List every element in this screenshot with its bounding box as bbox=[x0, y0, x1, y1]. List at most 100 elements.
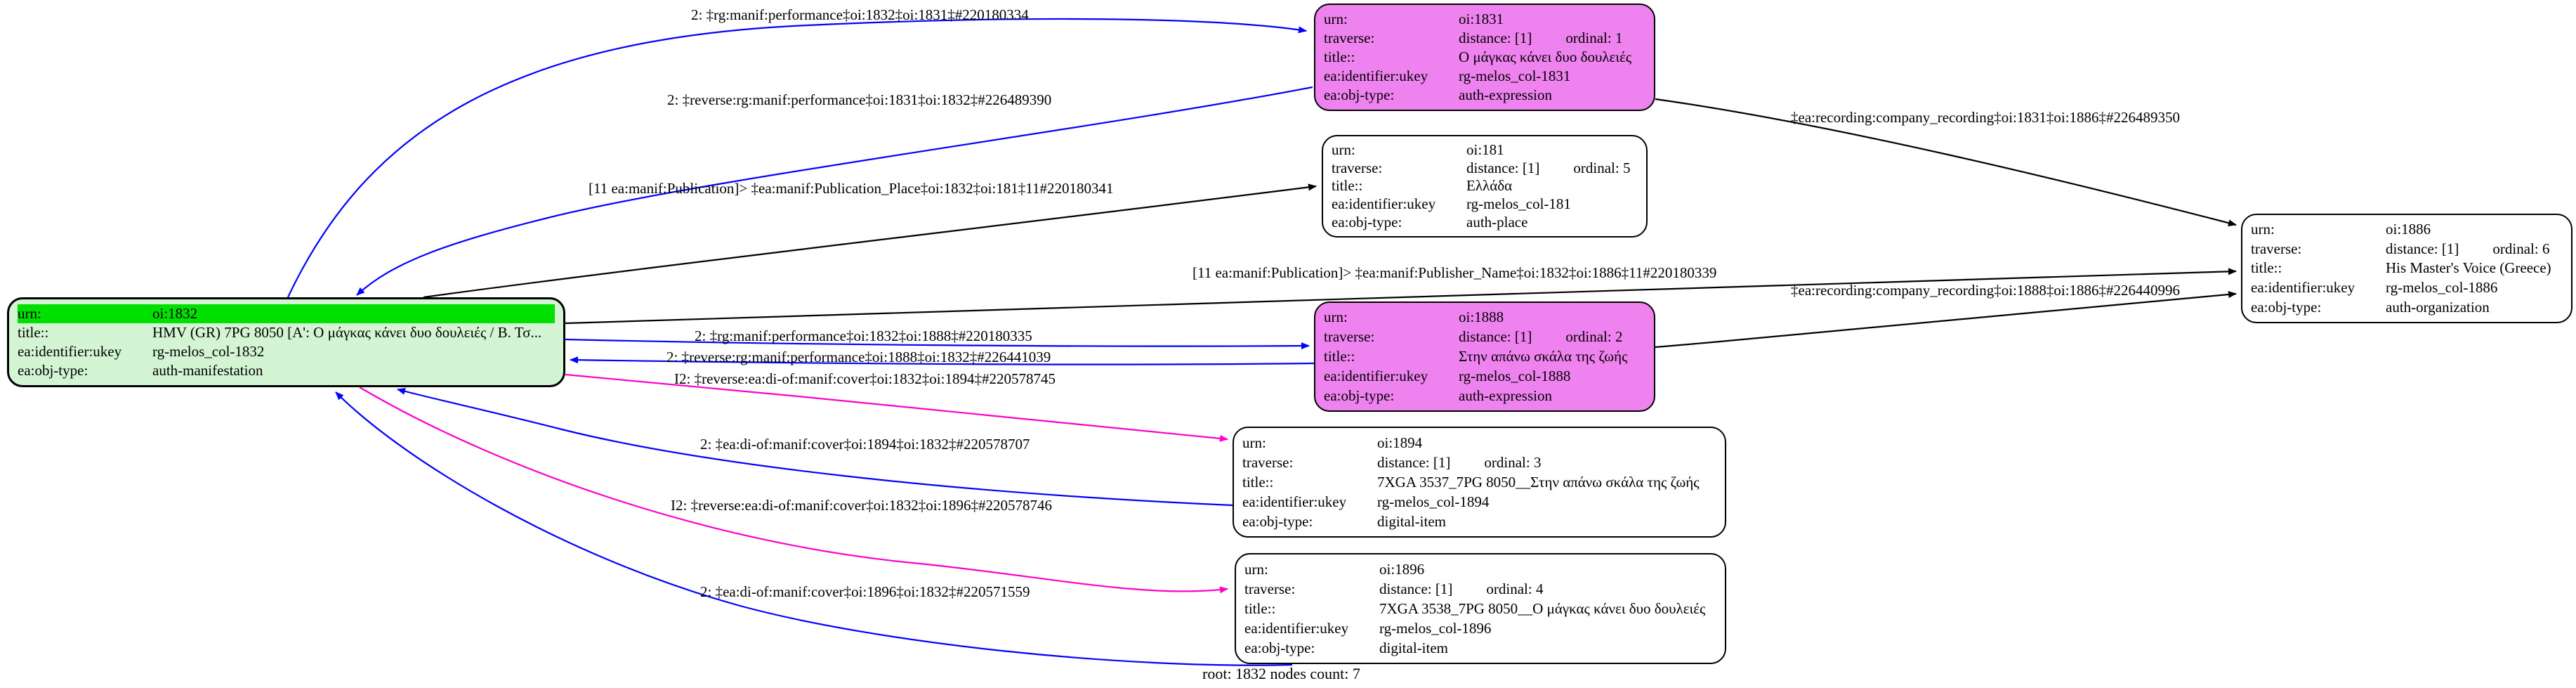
field-value: oi:1894 bbox=[1377, 434, 1423, 451]
edge-performance-1832-1831 bbox=[287, 18, 1307, 298]
node-oi-181[interactable]: urn:oi:181 traverse:distance: [1]ordinal… bbox=[1322, 135, 1648, 238]
field-key: ea:identifier:ukey bbox=[2251, 279, 2355, 297]
field-value: Ο μάγκας κάνει δυο δουλειές bbox=[1459, 48, 1632, 65]
field-value-ordinal: ordinal: 3 bbox=[1484, 453, 1542, 471]
field-row-traverse: traverse: distance: [1] ordinal: 6 bbox=[2251, 240, 2563, 259]
field-row-urn: urn: oi:1894 bbox=[1242, 433, 1716, 453]
field-row-title: title::Ο μάγκας κάνει δυο δουλειές bbox=[1324, 48, 1645, 67]
field-key: ea:identifier:ukey bbox=[1324, 367, 1428, 384]
field-key: urn: bbox=[1324, 309, 1348, 326]
field-value: auth-expression bbox=[1459, 387, 1552, 404]
edge-label: 2: ‡reverse:rg:manif:performance‡oi:1888… bbox=[666, 349, 1051, 365]
field-row-title: title::HMV (GR) 7PG 8050 [Α': Ο μάγκας κ… bbox=[18, 323, 555, 342]
edge-reverse-cover-1832-1896 bbox=[359, 387, 1228, 594]
field-value: HMV (GR) 7PG 8050 [Α': Ο μάγκας κάνει δυ… bbox=[152, 324, 542, 341]
field-value: distance: [1] bbox=[1466, 159, 1540, 176]
field-row-title: title::His Master's Voice (Greece) bbox=[2251, 259, 2563, 278]
field-value: oi:1832 bbox=[152, 305, 198, 322]
field-value: Ελλάδα bbox=[1466, 177, 1513, 195]
field-row-urn: urn:oi:181 bbox=[1332, 141, 1638, 160]
root-summary-label: root: 1832 nodes count: 7 bbox=[1202, 665, 1360, 682]
field-value: distance: [1] bbox=[1459, 328, 1532, 346]
field-key: title:: bbox=[1244, 599, 1276, 617]
field-value: distance: [1] bbox=[1379, 580, 1453, 597]
field-key: title:: bbox=[1242, 473, 1274, 491]
field-value: distance: [1] bbox=[2386, 240, 2459, 257]
field-value: 7XGA 3538_7PG 8050__Ο μάγκας κάνει δυο δ… bbox=[1379, 599, 1706, 617]
field-key: title:: bbox=[1324, 347, 1355, 365]
field-value: digital-item bbox=[1377, 512, 1446, 530]
edge-cover-1896-1832 bbox=[335, 391, 1293, 666]
edge-reverse-cover-1832-1894 bbox=[565, 373, 1228, 442]
field-key: ea:obj-type: bbox=[1242, 512, 1313, 530]
edge-publisher-name-1832-1886 bbox=[565, 268, 2237, 325]
edge-label: 2: ‡ea:di-of:manif:cover‡oi:1896‡oi:1832… bbox=[700, 583, 1030, 600]
field-key: ea:identifier:ukey bbox=[1332, 195, 1436, 213]
field-key: ea:obj-type: bbox=[1244, 639, 1315, 656]
field-key: traverse: bbox=[1324, 30, 1375, 46]
field-row-objtype: ea:obj-type:digital-item bbox=[1244, 638, 1716, 658]
field-key: urn: bbox=[1332, 141, 1355, 159]
node-oi-1886[interactable]: urn:oi:1886 traverse: distance: [1] ordina… bbox=[2241, 214, 2572, 323]
field-row-traverse: traverse: distance: [1] ordinal: 2 bbox=[1324, 327, 1645, 347]
field-key: ea:identifier:ukey bbox=[18, 343, 122, 360]
field-value: distance: [1] bbox=[1459, 30, 1532, 46]
field-row-traverse: traverse: distance: [1] ordinal: 1 bbox=[1324, 29, 1645, 48]
field-key: title:: bbox=[1324, 48, 1355, 65]
field-key: urn: bbox=[18, 305, 41, 322]
field-value: rg-melos_col-1888 bbox=[1459, 367, 1571, 384]
field-key: ea:identifier:ukey bbox=[1244, 619, 1349, 637]
field-value-ordinal: ordinal: 1 bbox=[1565, 30, 1623, 46]
field-value: auth-expression bbox=[1459, 86, 1552, 103]
field-value: rg-melos_col-181 bbox=[1466, 195, 1571, 213]
field-value-ordinal: ordinal: 2 bbox=[1565, 328, 1623, 346]
field-row-ukey: ea:identifier:ukey rg-melos_col-181 bbox=[1332, 195, 1638, 214]
edge-label: ‡ea:recording:company_recording‡oi:1888‡… bbox=[1791, 282, 2181, 299]
edge-cover-1894-1832 bbox=[397, 388, 1233, 507]
edge-label: [11 ea:manif:Publication]> ‡ea:manif:Pub… bbox=[589, 180, 1114, 197]
node-oi-1831[interactable]: urn:oi:1831 traverse: distance: [1] ordina… bbox=[1314, 4, 1655, 111]
field-key: traverse: bbox=[1324, 328, 1375, 346]
edge-label: I2: ‡reverse:ea:di-of:manif:cover‡oi:183… bbox=[674, 370, 1056, 387]
field-key: traverse: bbox=[2251, 240, 2302, 257]
edge-reverse-performance-1831-1832 bbox=[356, 86, 1313, 296]
field-key: urn: bbox=[1242, 434, 1266, 451]
field-key: title:: bbox=[1332, 177, 1363, 195]
edge-publication-place-1832-181 bbox=[423, 183, 1317, 299]
field-row-ukey: ea:identifier:ukey rg-melos_col-1896 bbox=[1244, 618, 1716, 638]
field-key: title:: bbox=[18, 324, 49, 341]
field-key: ea:obj-type: bbox=[1332, 213, 1402, 231]
field-value: rg-melos_col-1886 bbox=[2386, 279, 2498, 297]
edge-label: 2: ‡rg:manif:performance‡oi:1832‡oi:1831… bbox=[691, 6, 1029, 23]
edge-label: ‡ea:recording:company_recording‡oi:1831‡… bbox=[1791, 109, 2181, 126]
field-row-title: title::Ελλάδα bbox=[1332, 177, 1638, 195]
edge-reverse-performance-1888-1832 bbox=[570, 356, 1315, 365]
field-row-objtype: ea:obj-type:auth-place bbox=[1332, 213, 1638, 231]
node-oi-1894[interactable]: urn:oi:1894 traverse:distance: [1]ordina… bbox=[1233, 427, 1726, 538]
node-oi-1888[interactable]: urn:oi:1888 traverse:distance: [1]ordina… bbox=[1314, 301, 1655, 412]
field-value-ordinal: ordinal: 4 bbox=[1486, 580, 1544, 597]
field-row-objtype: ea:obj-type:auth-expression bbox=[1324, 386, 1645, 405]
edge-company-recording-1831-1886 bbox=[1655, 98, 2237, 227]
field-value: auth-manifestation bbox=[152, 362, 263, 379]
field-value: rg-melos_col-1896 bbox=[1379, 619, 1492, 637]
field-row-urn: urn:oi:1896 bbox=[1244, 559, 1716, 579]
edge-company-recording-1888-1886 bbox=[1655, 291, 2237, 349]
node-oi-1896[interactable]: urn:oi:1896 traverse: distance: [1] ordina… bbox=[1235, 553, 1726, 664]
field-row-title: title::7XGA 3537_7PG 8050__Στην απάνω σκ… bbox=[1242, 472, 1716, 492]
field-value-ordinal: ordinal: 5 bbox=[1573, 159, 1631, 176]
field-value: rg-melos_col-1894 bbox=[1377, 493, 1490, 510]
field-value-ordinal: ordinal: 6 bbox=[2492, 240, 2550, 257]
field-row-urn: urn:oi:1886 bbox=[2251, 220, 2563, 240]
field-row-traverse: traverse:distance: [1]ordinal: 5 bbox=[1332, 160, 1638, 178]
field-key: traverse: bbox=[1244, 580, 1296, 597]
field-row-urn: urn: oi:1832 bbox=[18, 304, 555, 323]
field-row-traverse: traverse: distance: [1] ordinal: 4 bbox=[1244, 579, 1716, 599]
field-row-traverse: traverse:distance: [1]ordinal: 3 bbox=[1242, 453, 1716, 472]
field-value: distance: [1] bbox=[1377, 453, 1451, 471]
field-value: oi:1896 bbox=[1379, 560, 1425, 578]
node-oi-1832[interactable]: urn: oi:1832 title::HMV (GR) 7PG 8050 [Α'… bbox=[7, 297, 565, 387]
field-row-urn: urn:oi:1831 bbox=[1324, 10, 1645, 29]
